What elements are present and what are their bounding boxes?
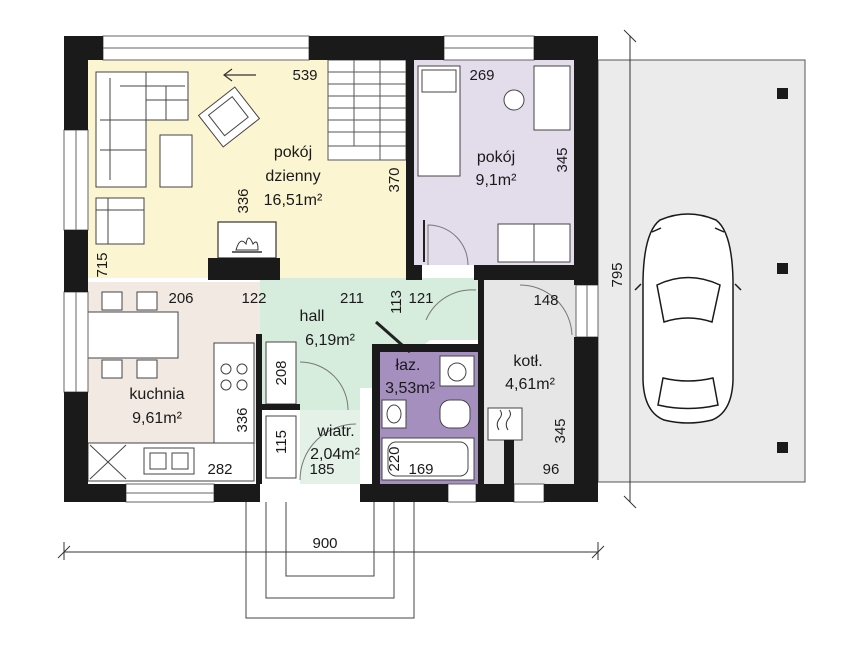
label-boiler-name: kotł. <box>513 353 542 370</box>
dim-208: 208 <box>273 360 290 385</box>
label-vestibule-name: wiatr. <box>316 423 354 440</box>
dimension-labels: 539 269 345 370 336 715 206 122 211 113 … <box>94 67 626 552</box>
dining-table <box>87 291 179 379</box>
dim-345-bedroom: 345 <box>554 147 571 172</box>
car-icon <box>634 213 742 424</box>
carport-post <box>777 442 788 453</box>
bathroom-fixtures <box>381 355 475 481</box>
vestibule-wardrobe <box>265 415 297 479</box>
room-vestibule-fill <box>300 410 360 484</box>
label-kitchen-area: 9,61m² <box>132 410 182 427</box>
desk <box>533 65 571 131</box>
dim-282: 282 <box>207 461 232 478</box>
dimension-lines <box>57 29 637 560</box>
dim-211: 211 <box>340 290 364 307</box>
label-vestibule-area: 2,04m² <box>310 446 360 463</box>
label-bathroom-area: 3,53m² <box>385 380 435 397</box>
room-labels: pokój dzienny 16,51m² pokój 9,1m² hall 6… <box>129 144 555 463</box>
label-bedroom-name: pokój <box>477 149 515 166</box>
label-living-area: 16,51m² <box>264 192 323 209</box>
dim-715: 715 <box>94 252 111 277</box>
corner-sofa <box>95 71 189 188</box>
dim-122: 122 <box>241 290 266 307</box>
dim-336-living: 336 <box>235 188 252 213</box>
label-living-name2: dzienny <box>265 168 320 185</box>
doors <box>299 224 573 481</box>
armchair <box>95 197 145 245</box>
dim-269: 269 <box>469 67 494 84</box>
label-boiler-area: 4,61m² <box>505 376 555 393</box>
walls <box>64 36 598 502</box>
dim-795: 795 <box>609 262 626 287</box>
label-kitchen-name: kuchnia <box>129 386 184 403</box>
room-boiler <box>484 280 576 484</box>
dim-345-boiler: 345 <box>552 418 569 443</box>
label-bedroom-area: 9,1m² <box>476 172 518 189</box>
bed <box>417 65 461 177</box>
dim-539: 539 <box>292 67 317 84</box>
windows <box>63 35 599 503</box>
lamp-icon <box>503 89 525 111</box>
boiler-icon <box>487 407 523 441</box>
dim-115: 115 <box>273 430 290 454</box>
dim-113: 113 <box>388 290 405 314</box>
dim-96: 96 <box>543 461 560 478</box>
hall-wardrobe <box>265 341 297 405</box>
fireplace-icon <box>217 221 277 259</box>
dim-148: 148 <box>533 292 558 309</box>
label-bathroom-name: łaz. <box>396 357 421 374</box>
carport-post <box>777 263 788 274</box>
dim-206: 206 <box>168 290 193 307</box>
dim-900: 900 <box>312 535 337 552</box>
dim-370: 370 <box>386 167 403 192</box>
armchair <box>197 86 261 148</box>
coffee-table <box>159 134 193 188</box>
label-hall-name: hall <box>300 308 325 325</box>
dim-220: 220 <box>386 446 403 471</box>
dim-185: 185 <box>309 461 334 478</box>
label-living-name1: pokój <box>274 144 312 161</box>
staircase <box>327 59 407 161</box>
kitchen-counter <box>87 342 255 482</box>
carport-post <box>777 88 788 99</box>
entrance-steps <box>245 502 415 619</box>
arrow-left-icon <box>223 68 256 82</box>
dim-169: 169 <box>408 461 433 478</box>
dim-336-kitchen: 336 <box>234 407 251 432</box>
label-hall-area: 6,19m² <box>305 332 355 349</box>
dim-121: 121 <box>408 290 433 307</box>
